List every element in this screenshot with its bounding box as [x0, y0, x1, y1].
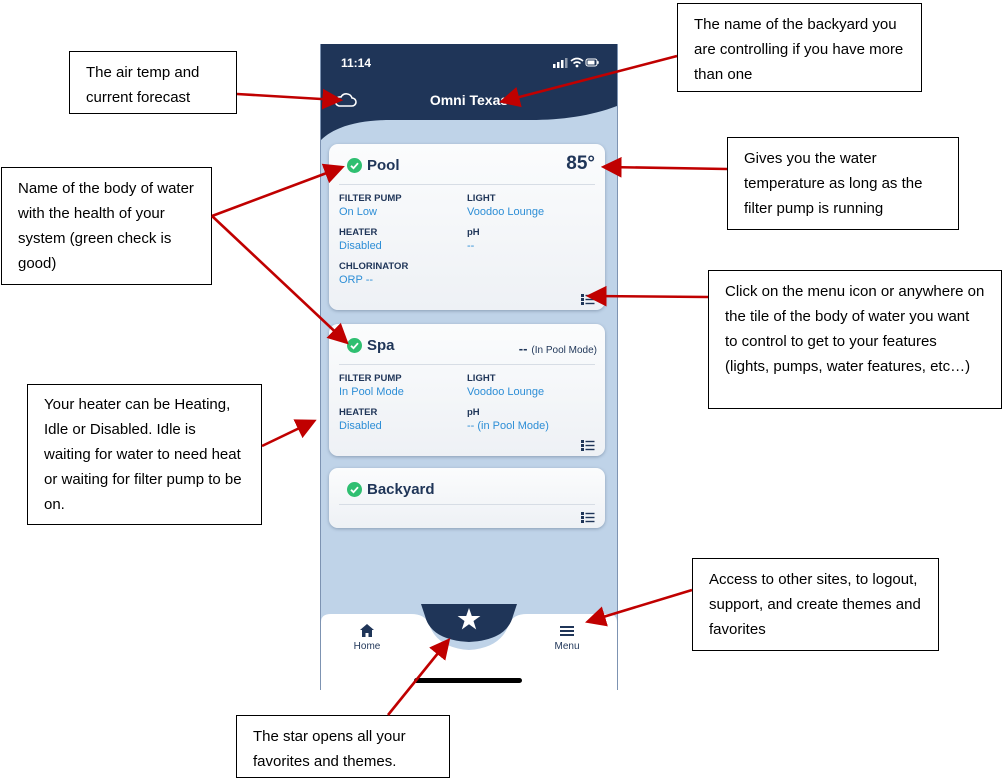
- spa-temp-mode: (In Pool Mode): [531, 345, 597, 356]
- health-check-icon: [347, 158, 362, 178]
- menu-button[interactable]: Menu: [537, 624, 597, 660]
- phone-screen: 11:14 Omni Texas P: [320, 44, 618, 690]
- arrow-heater: [261, 419, 317, 448]
- light-label: LIGHT: [467, 373, 496, 384]
- heater-label: HEATER: [339, 227, 378, 238]
- callout-air-temp: The air temp and current forecast: [69, 51, 237, 114]
- filter-pump-label: FILTER PUMP: [339, 373, 402, 384]
- app-header: 11:14 Omni Texas: [321, 44, 617, 144]
- light-label: LIGHT: [467, 193, 496, 204]
- site-name[interactable]: Omni Texas: [429, 92, 509, 108]
- callout-heater: Your heater can be Heating, Idle or Disa…: [27, 384, 262, 525]
- chlorinator-label: CHLORINATOR: [339, 261, 409, 272]
- heater-label: HEATER: [339, 407, 378, 418]
- arrow-menu-icon: [585, 285, 709, 307]
- heater-value: Disabled: [339, 240, 382, 252]
- callout-menu-access: Access to other sites, to logout, suppor…: [692, 558, 939, 651]
- light-value: Voodoo Lounge: [467, 386, 545, 398]
- spa-tile[interactable]: Spa --(In Pool Mode) FILTER PUMP In Pool…: [329, 324, 605, 456]
- filter-pump-label: FILTER PUMP: [339, 193, 402, 204]
- pool-tile[interactable]: Pool 85° FILTER PUMP On Low LIGHT Voodoo…: [329, 144, 605, 310]
- tile-menu-icon[interactable]: [581, 438, 595, 456]
- home-button[interactable]: Home: [337, 624, 397, 660]
- arrow-menu-access: [585, 588, 693, 627]
- callout-star: The star opens all your favorites and th…: [236, 715, 450, 778]
- spa-water-temp: --(In Pool Mode): [519, 341, 597, 356]
- tile-menu-icon[interactable]: [581, 510, 595, 528]
- pool-water-temp: 85°: [566, 153, 595, 174]
- menu-label: Menu: [554, 641, 580, 652]
- ph-label: pH: [467, 227, 480, 238]
- home-indicator[interactable]: [414, 678, 522, 683]
- callout-menu-icon: Click on the menu icon or anywhere on th…: [708, 270, 1002, 409]
- callout-water-temp: Gives you the water temperature as long …: [727, 137, 959, 230]
- backyard-tile[interactable]: Backyard: [329, 468, 605, 528]
- arrow-star: [386, 637, 451, 716]
- ph-value: -- (in Pool Mode): [467, 420, 549, 432]
- health-check-icon: [347, 338, 362, 358]
- chlorinator-value: ORP --: [339, 274, 374, 286]
- ph-value: --: [467, 240, 475, 252]
- arrow-air-temp: [236, 88, 344, 110]
- light-value: Voodoo Lounge: [467, 206, 545, 218]
- arrow-pool-name: [211, 163, 345, 218]
- health-check-icon: [347, 482, 362, 502]
- heater-value: Disabled: [339, 420, 382, 432]
- divider: [339, 364, 595, 365]
- arrow-backyard-name: [498, 54, 678, 108]
- arrow-spa-name: [211, 215, 349, 345]
- home-icon: [360, 624, 374, 637]
- star-icon: [457, 608, 481, 630]
- callout-backyard-name: The name of the backyard you are control…: [677, 3, 922, 92]
- filter-pump-value: In Pool Mode: [339, 386, 404, 398]
- callout-body-of-water: Name of the body of water with the healt…: [1, 167, 212, 285]
- backyard-name: Backyard: [367, 481, 435, 498]
- bottom-nav: Home Menu: [321, 604, 617, 690]
- filter-pump-value: On Low: [339, 206, 377, 218]
- status-time: 11:14: [341, 56, 372, 70]
- divider: [339, 504, 595, 505]
- ph-label: pH: [467, 407, 480, 418]
- favorites-star-button[interactable]: [444, 604, 494, 652]
- pool-name: Pool: [367, 157, 400, 174]
- home-label: Home: [353, 641, 381, 652]
- divider: [339, 184, 595, 185]
- spa-temp-value: --: [518, 341, 528, 356]
- hamburger-icon: [560, 626, 574, 636]
- arrow-water-temp: [600, 156, 728, 178]
- spa-name: Spa: [367, 337, 395, 354]
